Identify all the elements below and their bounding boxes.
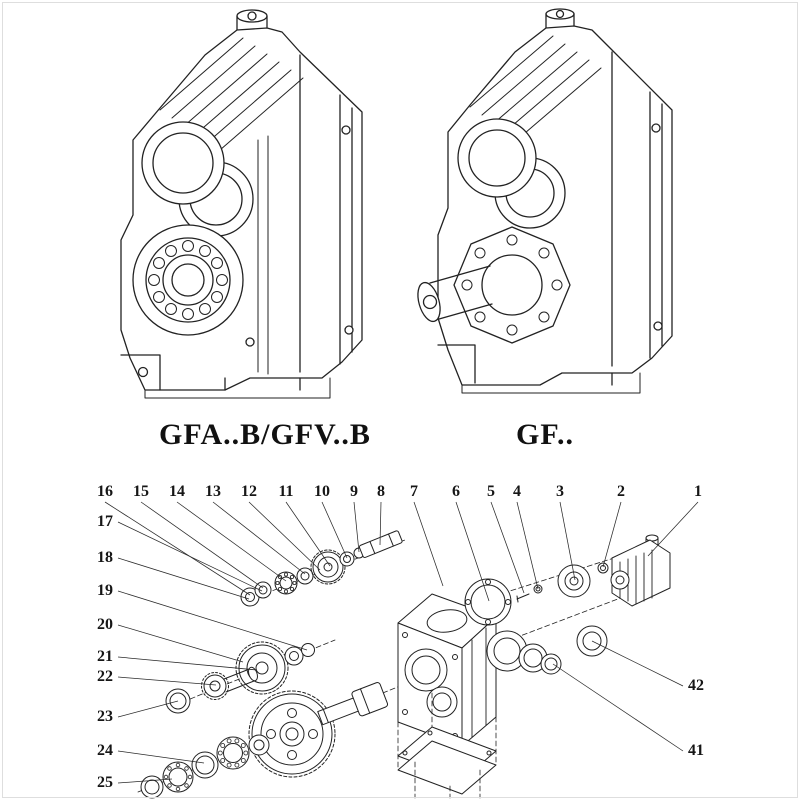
part-number-23: 23	[97, 708, 113, 725]
part-number-16: 16	[97, 483, 113, 500]
gearbox-drawing-right	[417, 8, 673, 394]
part-number-13: 13	[205, 483, 221, 500]
part-number-25: 25	[97, 774, 113, 791]
part-number-4: 4	[513, 483, 521, 500]
housing-part	[397, 593, 497, 747]
part-number-3: 3	[556, 483, 564, 500]
part-number-8: 8	[377, 483, 385, 500]
part-number-24: 24	[97, 742, 113, 759]
part-number-21: 21	[97, 648, 113, 665]
part-number-12: 12	[241, 483, 257, 500]
part-number-19: 19	[97, 582, 113, 599]
part-number-20: 20	[97, 616, 113, 633]
part-number-1: 1	[694, 483, 702, 500]
leader-lines	[104, 501, 699, 784]
part-number-14: 14	[169, 483, 185, 500]
retaining-rings	[464, 578, 608, 675]
part-number-10: 10	[314, 483, 330, 500]
part-number-15: 15	[133, 483, 149, 500]
gearbox-drawing-left	[120, 9, 363, 399]
output-shaft-parts	[140, 682, 389, 799]
part-number-9: 9	[350, 483, 358, 500]
input-shaft-parts	[240, 530, 403, 607]
part-number-2: 2	[617, 483, 625, 500]
part-number-18: 18	[97, 549, 113, 566]
exploded-parts-drawing	[137, 530, 671, 799]
part-number-11: 11	[278, 483, 294, 500]
model-label-left: GFA..B/GFV..B	[159, 418, 371, 451]
part-number-6: 6	[452, 483, 460, 500]
model-label-right: GF..	[516, 418, 574, 451]
part-number-22: 22	[97, 668, 113, 685]
part-number-7: 7	[410, 483, 418, 500]
part-number-42: 42	[688, 677, 704, 694]
part-number-5: 5	[487, 483, 495, 500]
motor-adapter-parts	[516, 534, 671, 607]
gasket-plates	[397, 692, 497, 799]
intermediate-gear-parts	[165, 641, 315, 714]
part-number-41: 41	[688, 742, 704, 759]
part-number-17: 17	[97, 513, 113, 530]
